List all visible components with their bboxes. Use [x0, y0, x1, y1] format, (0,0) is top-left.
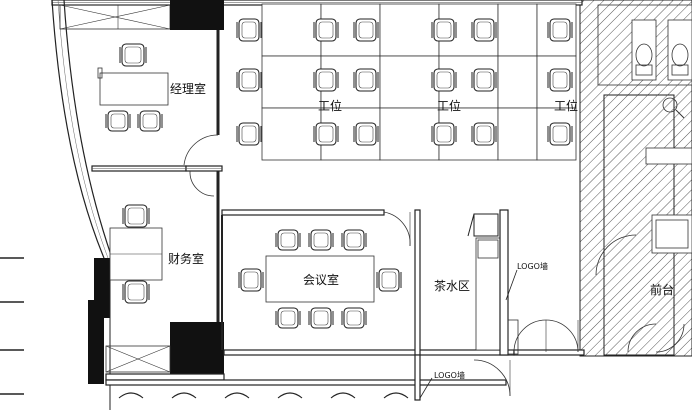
finance-office-label: 财务室: [168, 251, 204, 266]
chair-icon: [341, 229, 367, 251]
chair-icon: [547, 122, 573, 146]
chair-icon: [105, 110, 131, 132]
manager-office-label: 经理室: [170, 81, 206, 96]
manager-door: [183, 134, 219, 166]
chair-icon: [277, 392, 303, 399]
chair-icon: [431, 122, 457, 146]
workstation-2-label: 工位: [437, 98, 461, 113]
desk: [261, 55, 322, 109]
coffee-machine-icon: [473, 213, 499, 237]
chair-icon: [236, 122, 262, 146]
desk: [497, 3, 538, 57]
chair-icon: [313, 18, 339, 42]
toilet-stall-2: [667, 19, 692, 81]
meeting-room-label: 会议室: [303, 272, 339, 287]
toilet-icon: [635, 43, 653, 67]
chair-icon: [353, 68, 379, 92]
chair-icon: [471, 68, 497, 92]
finance-office: 财务室: [105, 227, 224, 374]
tea-counter: [475, 237, 501, 351]
tea-area-label: 茶水区: [434, 278, 470, 293]
hatched-right-zone: 前台: [579, 0, 692, 357]
chair-icon: [383, 392, 409, 399]
bottom-wall: [105, 349, 585, 386]
chair-icon: [122, 280, 150, 304]
desk: [379, 55, 440, 109]
chair-icon: [547, 68, 573, 92]
mid-wall: [91, 165, 223, 322]
chair-icon: [353, 122, 379, 146]
manager-office: 经理室: [59, 0, 224, 166]
workstation-desks: [261, 3, 577, 161]
meeting-door: [383, 211, 411, 247]
manager-desk: [99, 72, 169, 106]
desk: [497, 107, 538, 161]
chair-icon: [275, 307, 301, 329]
desk: [497, 55, 538, 109]
chair-icon: [224, 392, 250, 399]
workstation-3-label: 工位: [554, 98, 578, 113]
right-room-label: 前台: [650, 282, 674, 297]
chair-icon: [118, 392, 144, 399]
toilet-stall-1: [631, 19, 657, 81]
desk: [379, 107, 440, 161]
toilet-icon: [671, 43, 689, 67]
left-ticks: [0, 257, 24, 395]
sink-icon: [662, 97, 678, 113]
chair-icon: [313, 122, 339, 146]
counter: [645, 147, 692, 165]
chair-icon: [330, 392, 356, 399]
chair-icon: [353, 18, 379, 42]
meeting-room: 会议室: [221, 209, 411, 350]
desk: [261, 3, 322, 57]
chair-icon: [341, 307, 367, 329]
desk: [379, 3, 440, 57]
chair-icon: [308, 229, 334, 251]
chair-icon: [313, 68, 339, 92]
meeting-table: [265, 255, 375, 303]
cabinet: [651, 214, 692, 254]
chair-icon: [122, 204, 150, 228]
chair-icon: [431, 18, 457, 42]
curved-facade: [51, 0, 113, 410]
chair-icon: [471, 122, 497, 146]
chair-icon: [236, 68, 262, 92]
chair-icon: [547, 18, 573, 42]
chair-icon: [236, 18, 262, 42]
chair-icon: [471, 18, 497, 42]
workstation-1-label: 工位: [318, 98, 342, 113]
chair-icon: [431, 68, 457, 92]
desk: [261, 107, 322, 161]
chair-icon: [275, 229, 301, 251]
chair-icon: [171, 392, 197, 399]
chairs-group: [105, 18, 573, 399]
chair-icon: [119, 43, 147, 67]
chair-icon: [376, 268, 402, 292]
logo-wall-tag-upper: LOGO墙: [517, 261, 548, 271]
chair-icon: [238, 268, 264, 292]
chair-icon: [137, 110, 163, 132]
logo-wall-tag-lower: LOGO墙: [434, 370, 465, 380]
chair-icon: [308, 307, 334, 329]
tea-area: 茶水区 LOGO墙 LOGO墙: [414, 209, 579, 401]
